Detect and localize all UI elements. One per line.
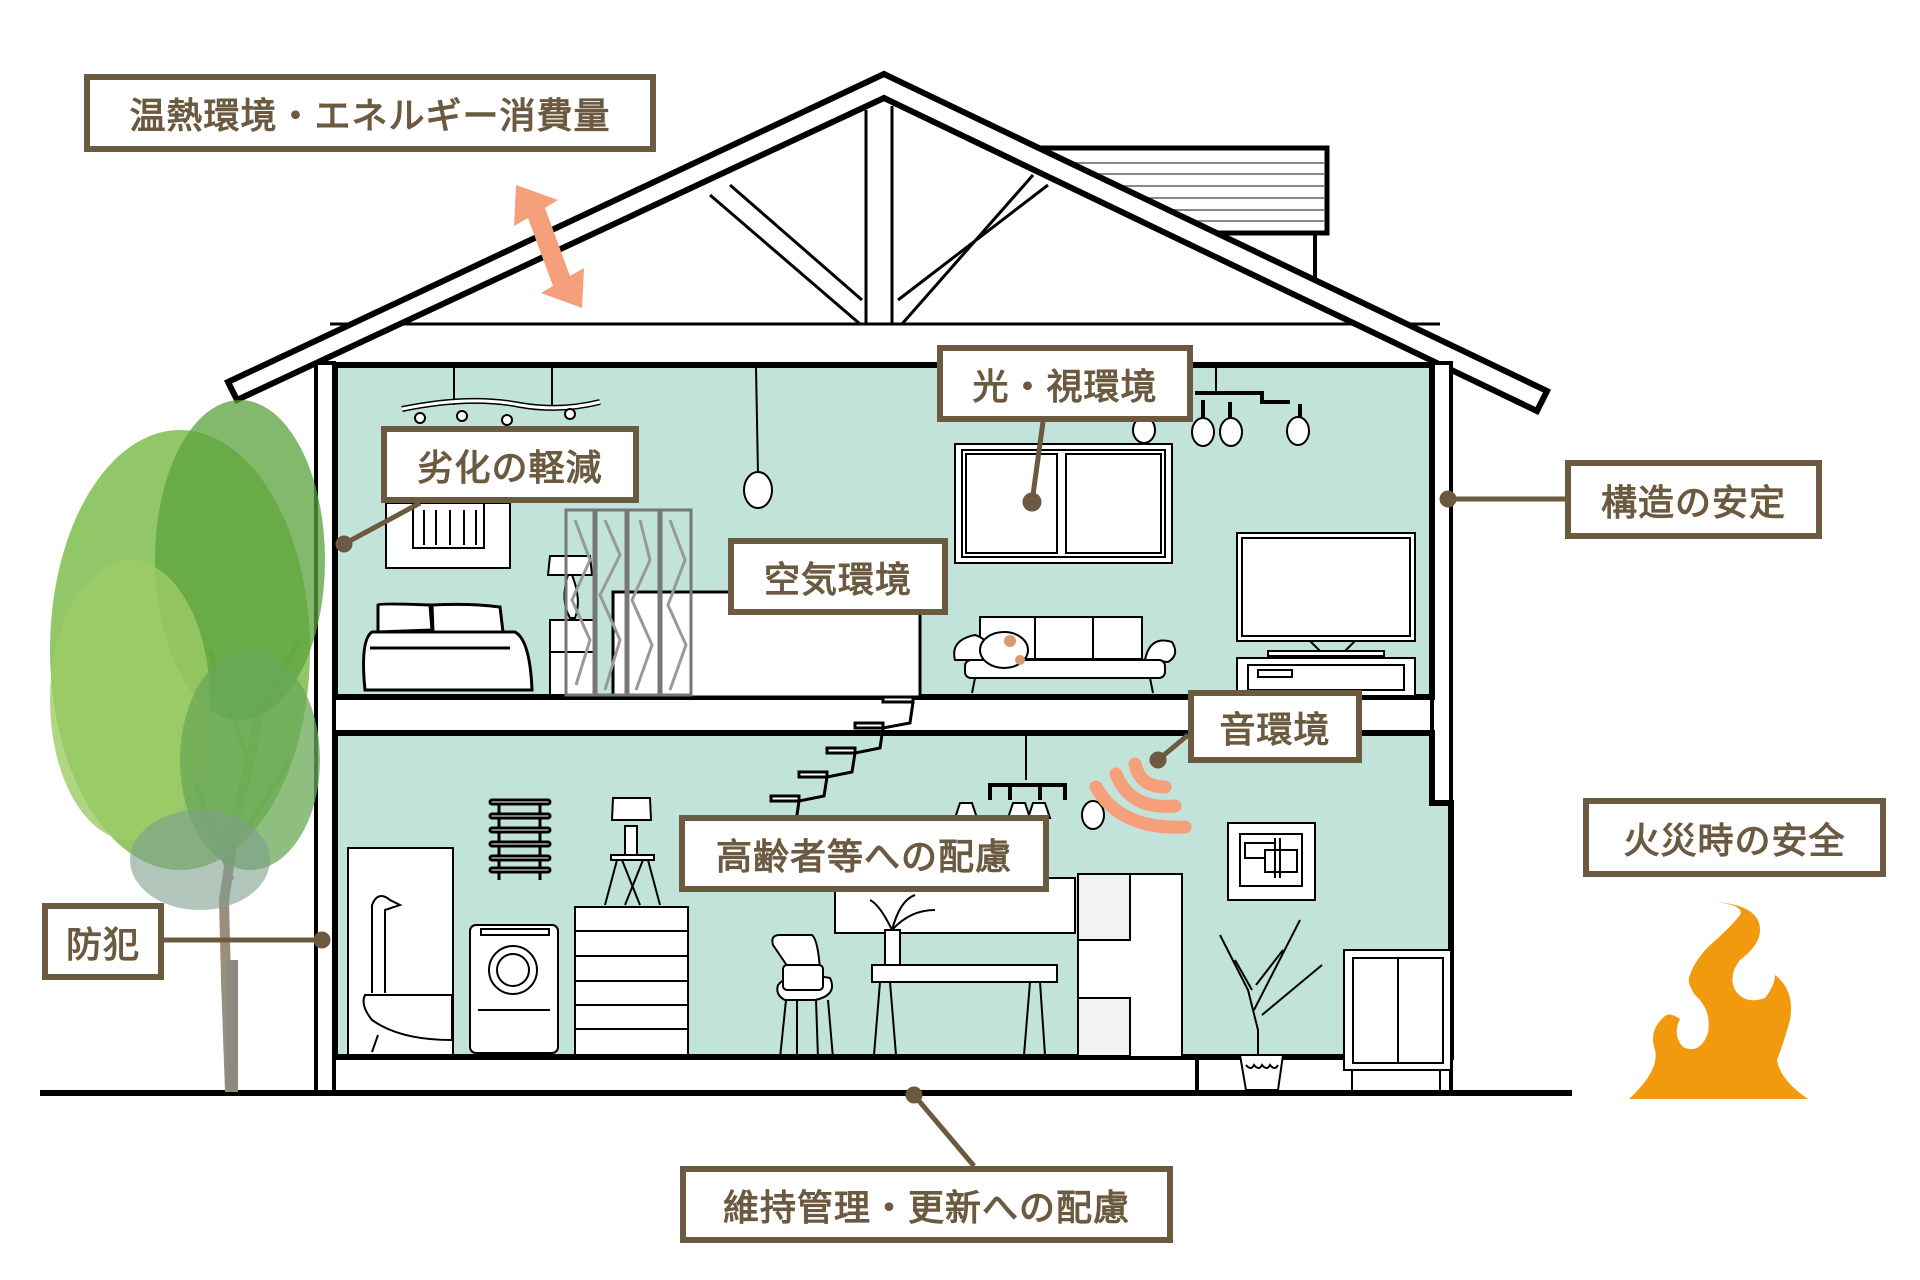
label-thermal-environment: 温熱環境・エネルギー消費量 [84,74,656,152]
label-air-environment: 空気環境 [728,538,948,615]
lower-floor [332,695,1454,1092]
roof-truss [330,106,1440,326]
leader-lines [164,421,1565,1168]
label-maintenance: 維持管理・更新への配慮 [680,1166,1173,1243]
label-deterioration: 劣化の軽減 [381,426,639,503]
flame-icon [1629,902,1808,1099]
label-fire-safety: 火災時の安全 [1583,798,1886,877]
sound-wave-icon [1089,757,1192,834]
label-elderly-care: 高齢者等への配慮 [679,815,1049,892]
label-structure: 構造の安定 [1565,460,1822,539]
double-arrow-icon [514,185,584,308]
attic [333,100,1432,363]
label-light-visual: 光・視環境 [937,345,1193,422]
label-sound-environment: 音環境 [1188,690,1362,763]
upper-floor [332,362,1435,700]
roof [223,70,1552,415]
tree-icon [50,400,325,1093]
label-crime-prevention: 防犯 [42,903,164,980]
